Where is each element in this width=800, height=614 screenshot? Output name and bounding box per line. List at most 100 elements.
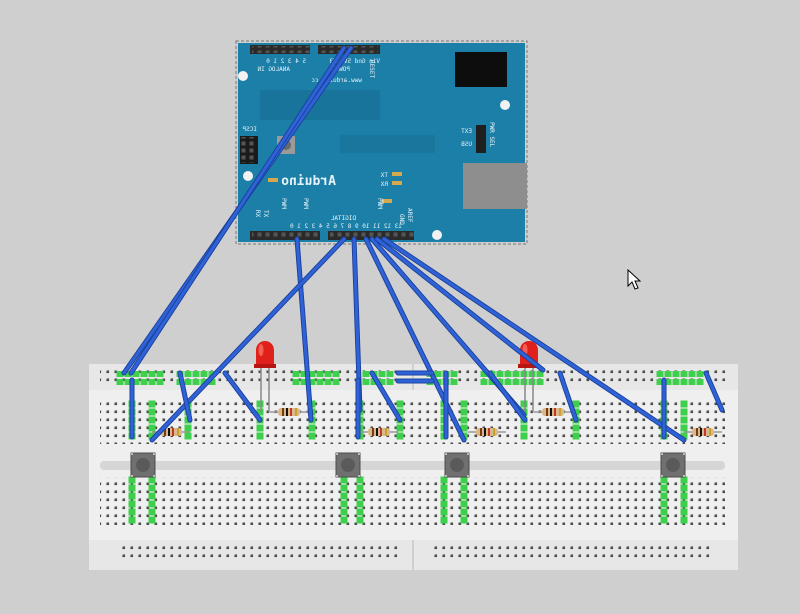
led-left[interactable] bbox=[254, 341, 276, 412]
connected-hole bbox=[434, 371, 442, 377]
connected-hole bbox=[660, 500, 668, 508]
connected-hole bbox=[148, 408, 156, 416]
connected-hole bbox=[680, 400, 688, 408]
pwr-sel-label: PWR SEL bbox=[488, 122, 495, 148]
connected-hole bbox=[572, 432, 580, 440]
jumper-wire[interactable] bbox=[295, 237, 313, 422]
connected-hole bbox=[520, 371, 528, 377]
pwm-label: PWM bbox=[376, 198, 383, 209]
connected-hole bbox=[148, 379, 156, 385]
jumper-wire[interactable] bbox=[150, 237, 346, 442]
jumper-wire[interactable] bbox=[370, 371, 402, 422]
digital-pins-label: 13 12 11 10 9 8 7 6 5 4 3 2 1 0 bbox=[290, 223, 402, 230]
pwr-sel-jumper bbox=[476, 125, 486, 153]
connected-hole bbox=[680, 416, 688, 424]
connected-hole bbox=[332, 371, 340, 377]
connected-hole bbox=[664, 371, 672, 377]
connected-hole bbox=[140, 371, 148, 377]
connected-hole bbox=[148, 476, 156, 484]
connected-hole bbox=[440, 500, 448, 508]
connected-hole bbox=[362, 371, 370, 377]
resistor-band bbox=[709, 428, 711, 436]
pushbutton-pin bbox=[445, 453, 447, 455]
connected-hole bbox=[128, 516, 136, 524]
connected-hole bbox=[116, 371, 124, 377]
connected-hole bbox=[450, 379, 458, 385]
connected-hole bbox=[378, 379, 386, 385]
resistor-band bbox=[380, 428, 382, 436]
resistor-band bbox=[704, 428, 706, 436]
jumper-wire[interactable] bbox=[223, 371, 262, 422]
connected-hole bbox=[184, 424, 192, 432]
jumper-wire[interactable] bbox=[375, 237, 545, 372]
jumper-wire[interactable] bbox=[704, 371, 724, 412]
connected-hole bbox=[680, 492, 688, 500]
jumper-wires bbox=[121, 45, 725, 443]
bottom-rail-holes-right bbox=[430, 546, 710, 562]
led-right[interactable] bbox=[518, 341, 540, 412]
resistor-band bbox=[164, 428, 166, 436]
icsp-label: ICSP bbox=[242, 126, 257, 133]
connected-hole bbox=[660, 508, 668, 516]
connected-hole bbox=[460, 508, 468, 516]
connected-hole bbox=[460, 476, 468, 484]
connected-hole bbox=[672, 379, 680, 385]
power-pins-label: Vin Gnd 5V 3V3 bbox=[329, 58, 380, 65]
connected-hole bbox=[396, 400, 404, 408]
connected-hole bbox=[184, 432, 192, 440]
pushbutton-cap bbox=[666, 458, 680, 472]
connected-hole bbox=[148, 371, 156, 377]
connected-hole bbox=[148, 432, 156, 440]
rx-led bbox=[392, 181, 402, 185]
connected-hole bbox=[496, 379, 504, 385]
pushbutton-cap bbox=[450, 458, 464, 472]
connected-hole bbox=[450, 371, 458, 377]
pushbutton-pin bbox=[683, 453, 685, 455]
connected-hole bbox=[680, 508, 688, 516]
connected-hole bbox=[128, 492, 136, 500]
jumper-wire[interactable] bbox=[129, 46, 346, 375]
connected-hole bbox=[128, 484, 136, 492]
jumper-wire[interactable] bbox=[178, 371, 192, 422]
connected-hole bbox=[128, 508, 136, 516]
connected-hole bbox=[208, 379, 216, 385]
jumper-wire[interactable] bbox=[488, 371, 527, 422]
connected-hole bbox=[340, 500, 348, 508]
connected-hole bbox=[396, 408, 404, 416]
resistor-band bbox=[376, 428, 378, 436]
connected-hole bbox=[256, 432, 264, 440]
pushbutton-pin bbox=[336, 475, 338, 477]
connected-hole bbox=[340, 492, 348, 500]
connected-hole bbox=[512, 379, 520, 385]
connected-hole bbox=[440, 492, 448, 500]
resistor-band bbox=[484, 428, 486, 436]
pushbutton-cap bbox=[136, 458, 150, 472]
jumper-wire[interactable] bbox=[382, 237, 686, 442]
resistor-band bbox=[295, 408, 297, 416]
resistor-band bbox=[168, 428, 170, 436]
connected-hole bbox=[378, 371, 386, 377]
resistor-band bbox=[554, 408, 556, 416]
connected-hole bbox=[680, 432, 688, 440]
connected-hole bbox=[356, 492, 364, 500]
resistors bbox=[152, 408, 722, 436]
arduino-selection-outline bbox=[235, 40, 528, 245]
jumper-wire[interactable] bbox=[558, 371, 578, 422]
connected-hole bbox=[124, 379, 132, 385]
connected-hole bbox=[396, 424, 404, 432]
pushbutton-pin bbox=[153, 475, 155, 477]
connected-hole bbox=[536, 379, 544, 385]
connected-hole bbox=[520, 424, 528, 432]
led-left-body bbox=[256, 341, 274, 368]
pushbutton-pin bbox=[467, 475, 469, 477]
connected-hole bbox=[480, 371, 488, 377]
connected-hole bbox=[308, 432, 316, 440]
connected-hole bbox=[460, 500, 468, 508]
breadboard bbox=[89, 364, 738, 570]
connected-hole bbox=[132, 379, 140, 385]
resistor-band bbox=[282, 408, 284, 416]
connected-hole bbox=[340, 476, 348, 484]
connected-hole bbox=[324, 379, 332, 385]
connected-hole bbox=[356, 484, 364, 492]
connected-hole bbox=[460, 424, 468, 432]
